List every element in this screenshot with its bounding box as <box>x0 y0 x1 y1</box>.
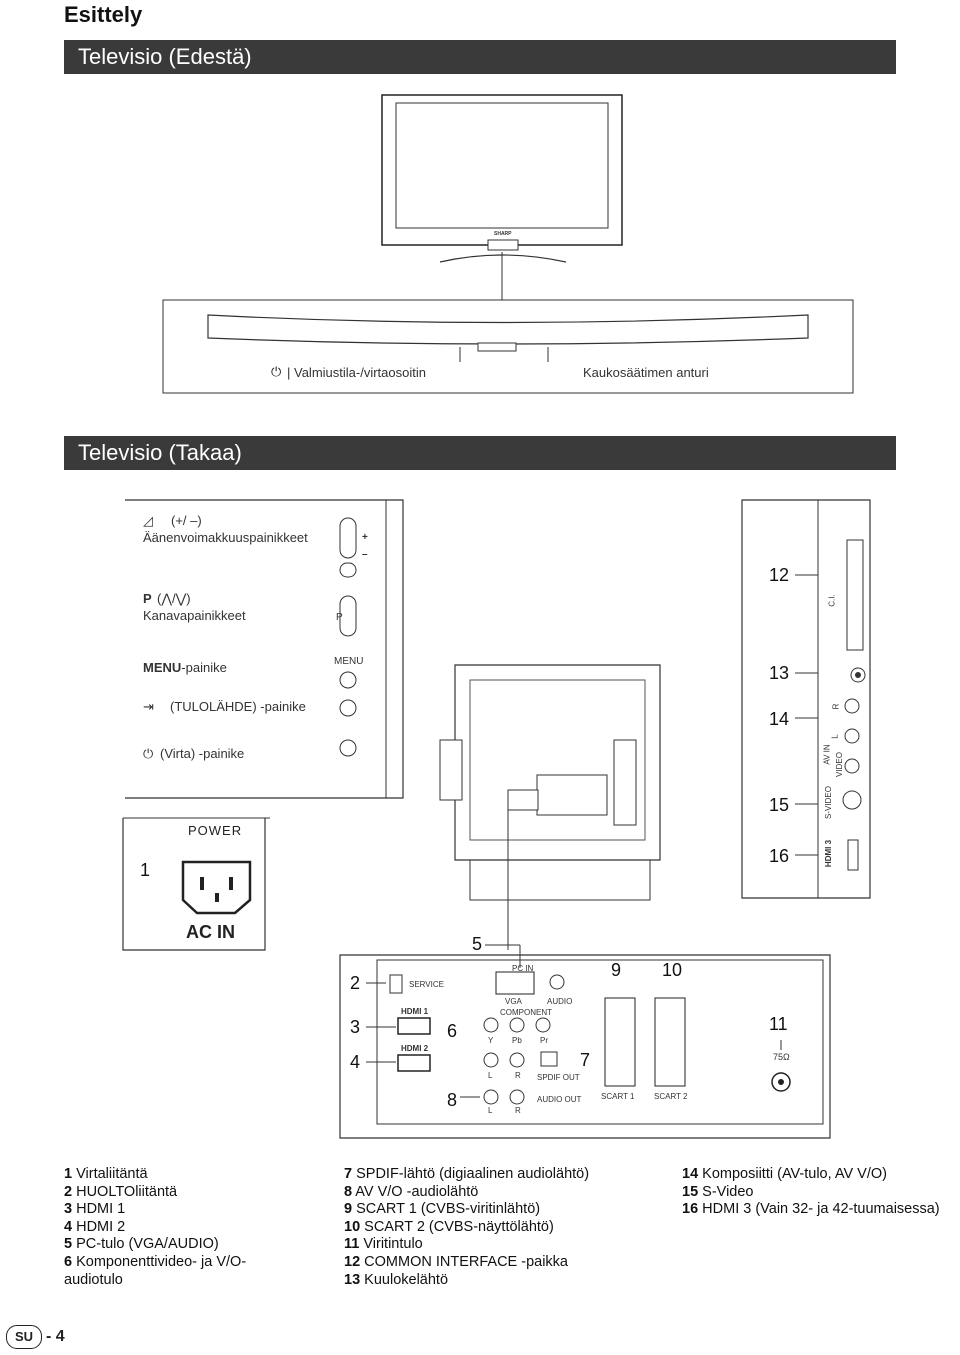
l-label: L <box>830 734 840 739</box>
input-label: (TULOLÄHDE) -painike <box>170 699 306 714</box>
svideo-label: S-VIDEO <box>823 786 833 819</box>
hdmi2-label: HDMI 2 <box>401 1044 429 1053</box>
power-label: (Virta) -painike <box>160 746 245 761</box>
legend-item: 13 Kuulokelähtö <box>344 1271 449 1288</box>
pc-in-label: PC IN <box>512 964 534 973</box>
panel-p: P <box>336 612 343 623</box>
hdmi1-label: HDMI 1 <box>401 1007 429 1016</box>
section-title: Esittely <box>64 2 143 27</box>
volume-label: Äänenvoimakkuuspainikkeet <box>143 530 308 545</box>
legend-item: 7 SPDIF-lähtö (digiaalinen audiolähtö) <box>344 1166 590 1182</box>
legend-item: 15 S-Video <box>682 1183 754 1200</box>
menu-label: MENU-painike <box>143 660 227 675</box>
legend-item: 16 HDMI 3 (Vain 32- ja 42-tuumaisessa) <box>682 1201 940 1218</box>
r-label: R <box>831 703 841 710</box>
page-number: - 4 <box>46 1328 65 1345</box>
panel-plus: + <box>362 532 368 543</box>
legend-item: 6 Komponenttivideo- ja V/O- <box>64 1253 247 1270</box>
channel-label: Kanavapainikkeet <box>143 608 246 623</box>
r-label-2: R <box>515 1106 521 1115</box>
panel-minus: – <box>362 549 368 560</box>
input-icon: ⇥ <box>143 699 154 714</box>
ci-label: C.I. <box>827 594 837 607</box>
callout-7: 7 <box>580 1050 591 1070</box>
callout-9: 9 <box>611 960 622 980</box>
callout-1: 1 <box>140 860 151 880</box>
back-title-bar: Televisio (Takaa) <box>64 436 896 470</box>
tv-back-illustration <box>122 499 871 1139</box>
audio-label: AUDIO <box>547 997 573 1006</box>
legend-item: 10 SCART 2 (CVBS-näyttölähtö) <box>344 1218 554 1235</box>
legend-item: 1 Virtaliitäntä <box>64 1166 148 1182</box>
scart2-label: SCART 2 <box>654 1092 688 1101</box>
legend-item: 5 PC-tulo (VGA/AUDIO) <box>64 1236 219 1253</box>
legend-item: 9 SCART 1 (CVBS-viritinlähtö) <box>344 1201 541 1218</box>
scart1-label: SCART 1 <box>601 1092 635 1101</box>
callout-3: 3 <box>350 1017 361 1037</box>
legend-item: 12 COMMON INTERFACE -paikka <box>344 1253 568 1270</box>
l-label-2: L <box>488 1106 493 1115</box>
front-title-bar: Televisio (Edestä) <box>64 40 896 74</box>
legend-col-2: 7 SPDIF-lähtö (digiaalinen audiolähtö) 8… <box>344 1166 589 1289</box>
channel-symbols: (⋀/⋁) <box>157 591 191 606</box>
audio-out-label: AUDIO OUT <box>537 1095 582 1104</box>
power-icon: ⏻ <box>271 364 282 379</box>
r-label-1: R <box>515 1071 521 1080</box>
video-label: VIDEO <box>834 752 844 777</box>
tv-brand: SHARP <box>494 231 512 237</box>
ohm-label: 75Ω <box>773 1052 790 1062</box>
callout-14: 14 <box>769 709 790 729</box>
spdif-label: SPDIF OUT <box>537 1073 580 1082</box>
callout-12: 12 <box>769 565 790 585</box>
menu-label-bold: MENU <box>143 660 182 675</box>
callout-11: 11 <box>769 1014 788 1034</box>
legend-col-3: 14 Komposiitti (AV-tulo, AV V/O) 15 S-Vi… <box>682 1166 940 1219</box>
legend-item: 3 HDMI 1 <box>64 1201 126 1218</box>
legend-item: 8 AV V/O -audiolähtö <box>344 1183 479 1200</box>
y-label: Y <box>488 1036 494 1045</box>
legend-item: 2 HUOLTOliitäntä <box>64 1183 178 1200</box>
callout-13: 13 <box>769 663 790 683</box>
volume-symbols: (+/ –) <box>171 513 202 528</box>
av-in-label: AV IN <box>822 744 832 765</box>
pr-label: Pr <box>540 1036 548 1045</box>
menu-label-rest: -painike <box>181 660 227 675</box>
standby-label: | Valmiustila-/virtaosoitin <box>287 365 426 380</box>
pb-label: Pb <box>512 1036 522 1045</box>
panel-menu: MENU <box>334 656 364 667</box>
component-label: COMPONENT <box>500 1008 552 1017</box>
lang-badge: SU <box>6 1325 42 1349</box>
callout-15: 15 <box>769 795 790 815</box>
tv-front-illustration <box>162 94 854 394</box>
callout-6: 6 <box>447 1021 458 1041</box>
callout-10: 10 <box>662 960 683 980</box>
legend-item: 4 HDMI 2 <box>64 1218 126 1235</box>
callout-16: 16 <box>769 846 790 866</box>
volume-icon: ◿ <box>143 513 153 528</box>
callout-2: 2 <box>350 973 361 993</box>
callout-4: 4 <box>350 1052 361 1072</box>
legend-col-1: 1 Virtaliitäntä 2 HUOLTOliitäntä 3 HDMI … <box>64 1166 246 1289</box>
hdmi3-label: HDMI 3 <box>824 839 834 868</box>
legend-item: audiotulo <box>64 1271 123 1288</box>
legend-item: 11 Viritintulo <box>344 1236 423 1253</box>
sensor-label: Kaukosäätimen anturi <box>583 365 709 380</box>
service-label: SERVICE <box>409 980 444 989</box>
l-label-1: L <box>488 1071 493 1080</box>
power-text: POWER <box>188 823 243 838</box>
channel-prefix: P <box>143 591 152 606</box>
legend-item: 14 Komposiitti (AV-tulo, AV V/O) <box>682 1166 887 1182</box>
vga-label: VGA <box>505 997 522 1006</box>
callout-8: 8 <box>447 1090 458 1110</box>
callout-5: 5 <box>472 934 483 954</box>
power-icon: ⏻ <box>143 746 154 761</box>
ac-in-label: AC IN <box>186 922 235 942</box>
